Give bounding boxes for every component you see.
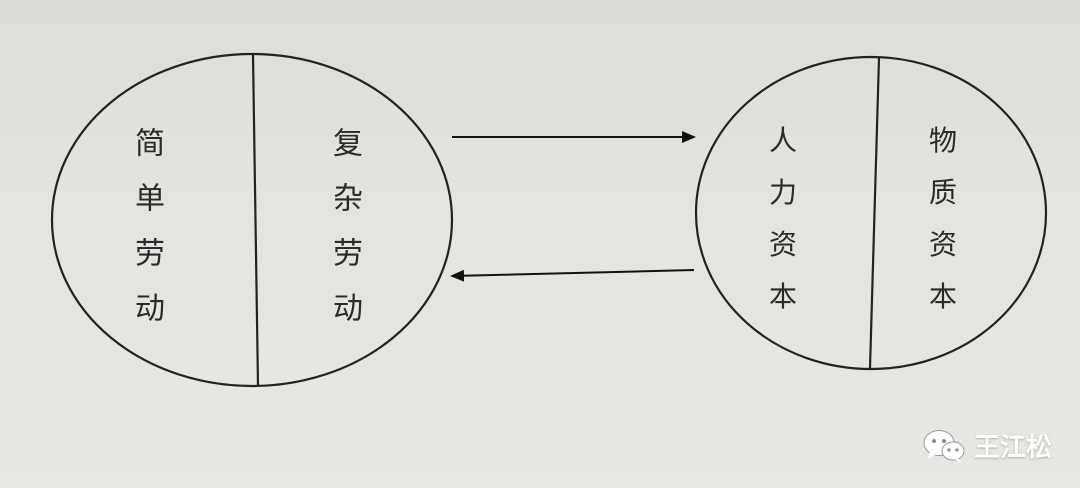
physical-capital-label: 物质资本 — [929, 124, 957, 313]
simple-labor-label: 简单劳动 — [135, 127, 165, 327]
watermark-text: 王江松 — [973, 433, 1052, 463]
complex-labor-label: 复杂劳动 — [333, 127, 363, 327]
capital-divider — [868, 57, 881, 369]
capital-circle — [694, 55, 1048, 371]
human-capital-label: 人力资本 — [769, 124, 797, 313]
watermark: 王江松 — [922, 427, 1052, 464]
arrow-left — [450, 269, 695, 282]
labor-divider — [251, 54, 260, 387]
labor-circle — [50, 52, 454, 388]
wechat-icon — [923, 429, 965, 463]
